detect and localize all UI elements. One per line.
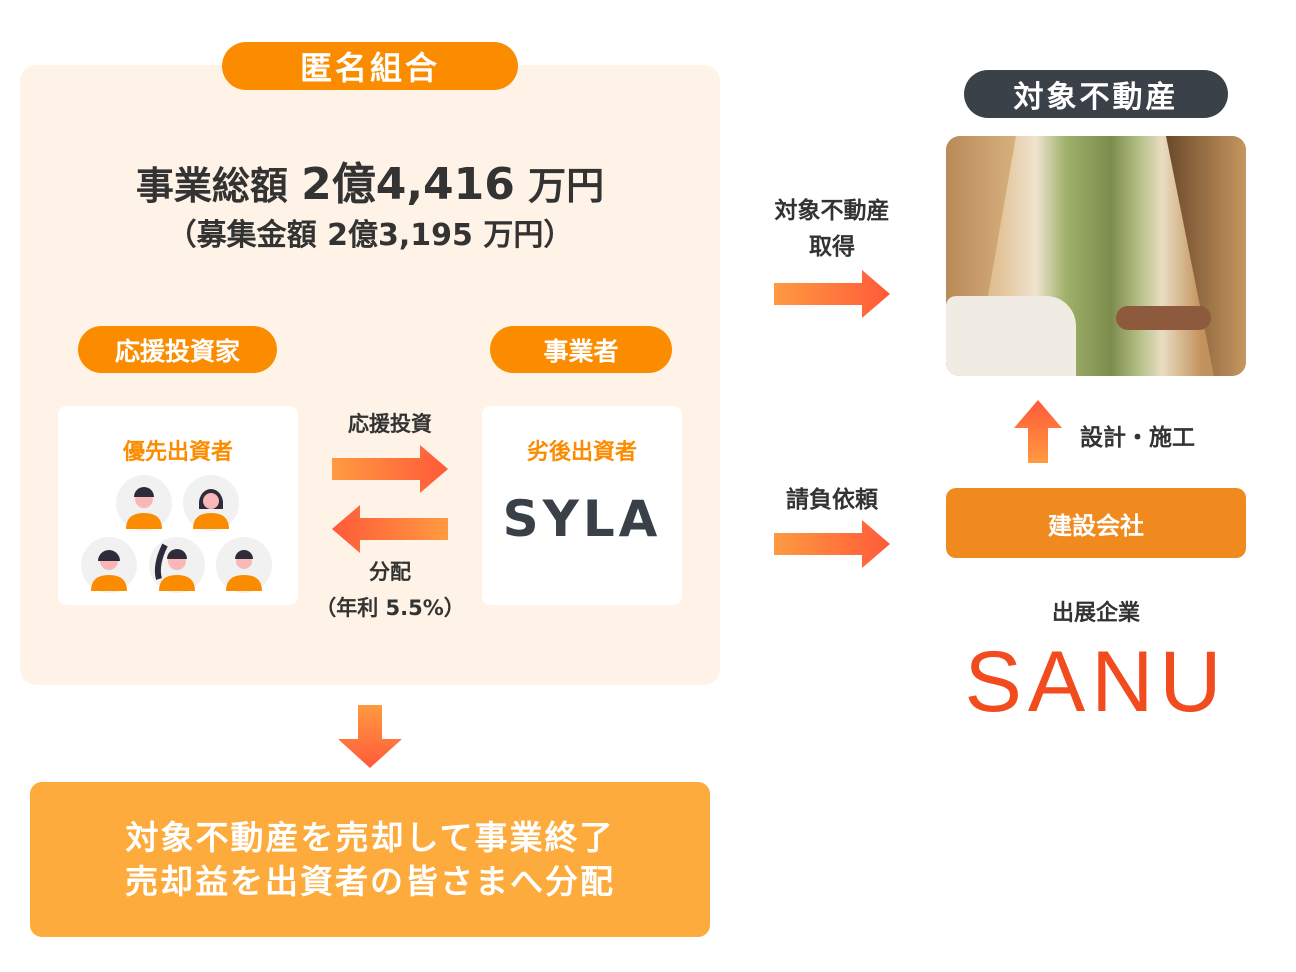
senior-investors-card: 優先出資者 xyxy=(58,406,298,605)
total-amount: 事業総額 2億4,416 万円 xyxy=(20,148,720,212)
result-box: 対象不動産を売却して事業終了 売却益を出資者の皆さまへ分配 xyxy=(30,782,710,937)
invest-arrow-icon xyxy=(332,445,448,493)
operator-badge: 事業者 xyxy=(490,326,672,373)
property-photo xyxy=(946,136,1246,376)
up-arrow-icon xyxy=(1014,400,1062,463)
design-construction-label: 設計・施工 xyxy=(1080,425,1195,451)
wall-right xyxy=(1166,136,1246,376)
recruit-amount: （募集金額 2億3,195 万円） xyxy=(166,218,574,253)
result-line-1: 対象不動産を売却して事業終了 xyxy=(125,817,615,857)
bed xyxy=(946,296,1076,376)
contract-arrow-icon xyxy=(774,520,890,568)
junior-investor-card: 劣後出資者 SYLA xyxy=(482,406,682,605)
investors-badge: 応援投資家 xyxy=(78,326,277,373)
avatar-icon xyxy=(216,537,272,593)
down-arrow-icon xyxy=(338,705,402,768)
avatar-icon xyxy=(116,475,172,531)
acquire-label: 対象不動産 取得 xyxy=(752,193,912,265)
acquire-label-line-2: 取得 xyxy=(809,234,855,260)
builder-box: 建設会社 xyxy=(946,488,1246,558)
acquire-arrow-icon xyxy=(774,270,890,318)
contract-label: 請負依頼 xyxy=(786,487,878,513)
avatar-icon xyxy=(81,537,137,593)
total-value: 2億4,416 xyxy=(301,159,515,210)
property-badge: 対象不動産 xyxy=(964,70,1228,118)
distribution-arrow-icon xyxy=(332,505,448,553)
anonymous-partnership-badge: 匿名組合 xyxy=(222,42,518,90)
distribution-label: 分配 xyxy=(369,560,411,584)
sofa xyxy=(1116,306,1211,330)
yield-label: （年利 5.5%） xyxy=(315,596,465,620)
acquire-label-line-1: 対象不動産 xyxy=(774,198,890,224)
invest-label: 応援投資 xyxy=(348,412,432,436)
total-label: 事業総額 xyxy=(135,164,288,208)
sanu-logo: SANU xyxy=(964,634,1228,730)
avatar-icon xyxy=(183,475,239,531)
avatar-icon xyxy=(149,537,205,593)
result-line-2: 売却益を出資者の皆さまへ分配 xyxy=(125,861,615,901)
syla-logo: SYLA xyxy=(502,490,662,548)
investor-avatars xyxy=(81,475,272,593)
junior-label: 劣後出資者 xyxy=(526,440,637,465)
exhibitor-label: 出展企業 xyxy=(1051,601,1140,626)
senior-label: 優先出資者 xyxy=(122,440,233,465)
total-unit: 万円 xyxy=(528,164,605,208)
